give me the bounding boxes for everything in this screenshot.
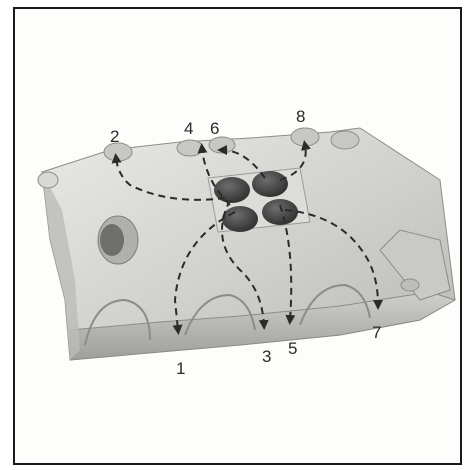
carburetor-pad [208,168,310,232]
port-label-5: 5 [288,339,297,358]
port-hole-icon [222,206,258,232]
port-label-2: 2 [110,127,119,146]
port-label-6: 6 [210,119,219,138]
port-label-7: 7 [372,323,381,342]
port-hole-icon [262,199,298,225]
port-hole-icon [252,171,288,197]
port-label-4: 4 [184,119,193,138]
manifold-body [38,128,455,360]
port-label-1: 1 [176,359,185,378]
port-label-3: 3 [262,347,271,366]
port-label-8: 8 [296,107,305,126]
